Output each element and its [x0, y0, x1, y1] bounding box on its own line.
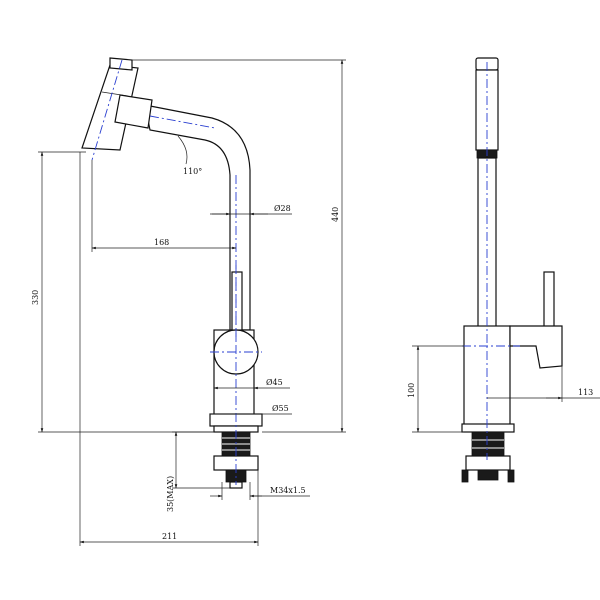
- dim-spout-reach: 168: [154, 238, 169, 247]
- lever-handle: [231, 271, 243, 333]
- side-mounting-bracket: [461, 431, 515, 483]
- front-view: [81, 57, 263, 489]
- side-view: [461, 57, 563, 483]
- side-base: [461, 423, 515, 433]
- dim-thread: M34x1.5: [270, 486, 306, 495]
- spray-head: [81, 57, 153, 151]
- dim-side-lever-width: 113: [578, 388, 593, 397]
- front-dimensions: 440 330 110° Ø28 168 Ø45 Ø55 35(MAX): [31, 59, 346, 546]
- dim-spout-height: 330: [31, 290, 40, 305]
- side-dimensions: 100 113: [407, 345, 600, 433]
- dim-side-body-height: 100: [407, 383, 416, 398]
- dim-total-height: 440: [331, 207, 340, 222]
- dim-shank-length: 35(MAX): [166, 476, 175, 512]
- dim-base-diameter: Ø55: [272, 404, 289, 413]
- dim-body-diameter: Ø45: [266, 378, 283, 387]
- dim-pipe-diameter: Ø28: [274, 204, 291, 213]
- dim-angle: 110°: [183, 167, 202, 176]
- dim-overall-reach: 211: [162, 532, 177, 541]
- side-lever-joint: [509, 325, 563, 369]
